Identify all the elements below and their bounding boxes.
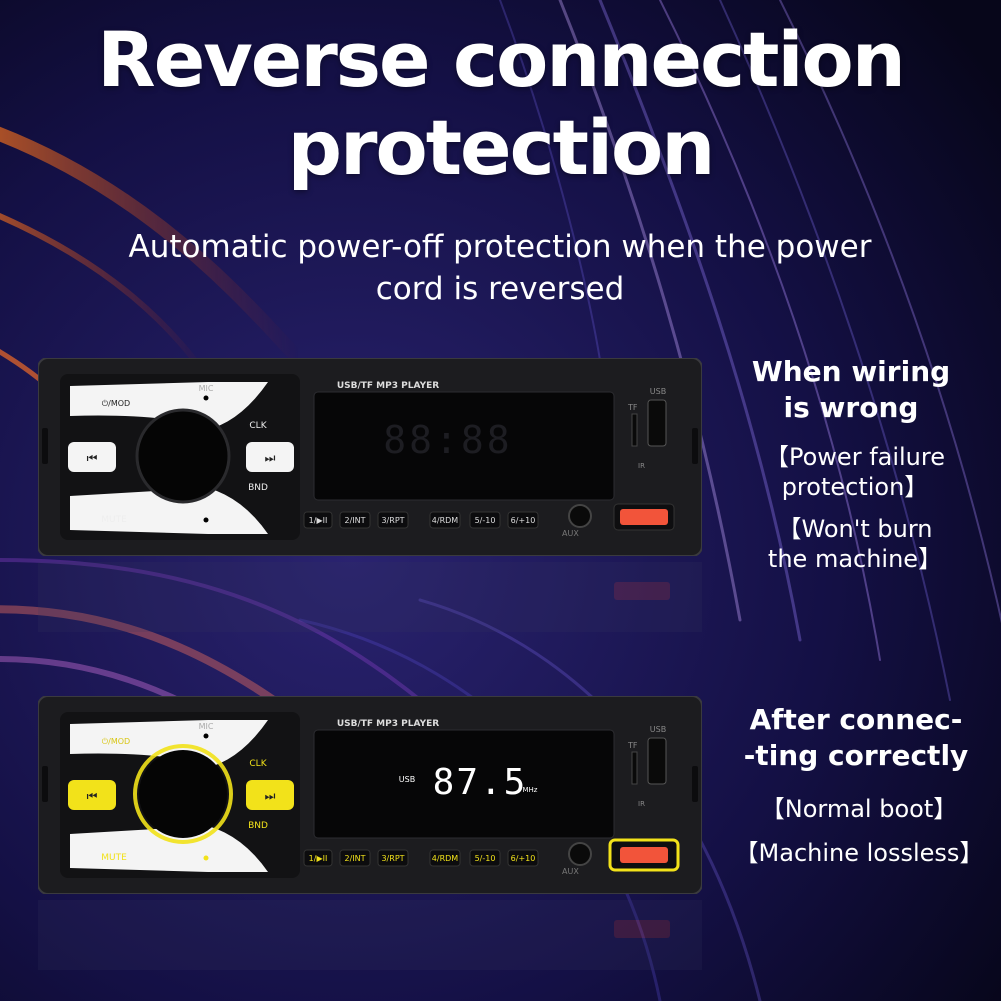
svg-text:5/-10: 5/-10 [475,516,496,525]
headline-subtitle: Automatic power-off protection when the … [60,226,940,310]
svg-text:5/-10: 5/-10 [475,854,496,863]
prev-button-lit [68,780,116,810]
lower-silver-trim [70,488,268,534]
mic-label: MIC [199,384,214,393]
correct-wiring-points: 【Normal boot】 【Machine lossless】 [734,795,984,867]
lcd-frequency: 87.5 [433,762,528,803]
svg-text:IR: IR [638,800,645,808]
lcd-unit: MHz [523,786,538,794]
volume-knob [135,408,231,504]
svg-text:MUTE: MUTE [101,853,127,863]
svg-text:BND: BND [248,821,268,831]
svg-text:USB/TF MP3 PLAYER: USB/TF MP3 PLAYER [337,719,439,729]
subtitle-line-2: cord is reversed [375,271,625,307]
usb-charge-port [620,509,668,525]
headline-line-2: protection [287,103,716,192]
svg-text:3/RPT: 3/RPT [381,516,404,525]
correct-wiring-heading: After connec- -ting correctly [743,703,969,772]
lcd-display-on [313,729,615,839]
svg-text:⏭: ⏭ [265,451,276,465]
lcd-unlit-segments: 88:88 [383,418,512,462]
upper-silver-trim [70,382,268,428]
svg-text:4/RDM: 4/RDM [432,516,459,525]
svg-text:TF: TF [627,741,638,750]
svg-text:2/INT: 2/INT [344,854,365,863]
aux-jack [568,504,592,528]
svg-text:1/▶II: 1/▶II [309,854,328,863]
svg-text:AUX: AUX [562,867,579,876]
ir-label: IR [638,462,645,470]
mod-label: ⏻/MOD [102,399,130,408]
next-button-lit [246,780,294,810]
preset-buttons: 1/▶II 2/INT 3/RPT 4/RDM 5/-10 6/+10 [303,511,539,529]
radio-reflection-2 [38,900,702,970]
svg-text:6/+10: 6/+10 [511,516,536,525]
svg-text:4/RDM: 4/RDM [432,854,459,863]
svg-text:USB: USB [650,725,666,734]
svg-text:3/RPT: 3/RPT [381,854,404,863]
svg-text:2/INT: 2/INT [344,516,365,525]
right-bracket-slot [692,428,698,464]
usb-label: USB [650,387,666,396]
svg-text:CLK: CLK [249,759,267,769]
lcd-source: USB [399,775,415,784]
headline-line-1: Reverse connection [97,15,906,104]
svg-text:MIC: MIC [199,722,214,731]
lcd-display [313,391,615,501]
prev-button [68,442,116,472]
car-radio-powered-off: ⏮ ⏭ ⏻/MOD MIC CLK BND MUTE USB/TF MP3 PL… [38,358,702,556]
wrong-wiring-heading: When wiring is wrong [751,355,951,424]
usb-port [647,399,667,447]
wrong-wiring-points: 【Power failure protection】 【Won't burn t… [765,443,945,573]
svg-text:⏮: ⏮ [87,789,98,803]
svg-text:6/+10: 6/+10 [511,854,536,863]
volume-knob [139,750,227,838]
svg-text:1/▶II: 1/▶II [309,516,328,525]
svg-text:⏮: ⏮ [87,451,98,465]
knob-glow-ring [133,744,233,844]
svg-text:⏭: ⏭ [265,789,276,803]
clk-label: CLK [249,421,267,431]
radio-reflection [38,562,702,632]
left-bracket-slot [42,428,48,464]
svg-text:⏻/MOD: ⏻/MOD [102,737,130,746]
model-label: USB/TF MP3 PLAYER [337,381,439,391]
bnd-label: BND [248,483,268,493]
aux-label: AUX [562,529,579,538]
next-button [246,442,294,472]
tf-label: TF [627,403,638,412]
mute-label: MUTE [101,515,127,525]
car-radio-powered-on: ⏮ ⏭ ⏻/MOD MIC CLK BND MUTE USB/TF MP3 PL… [38,696,702,894]
subtitle-line-1: Automatic power-off protection when the … [128,229,872,265]
